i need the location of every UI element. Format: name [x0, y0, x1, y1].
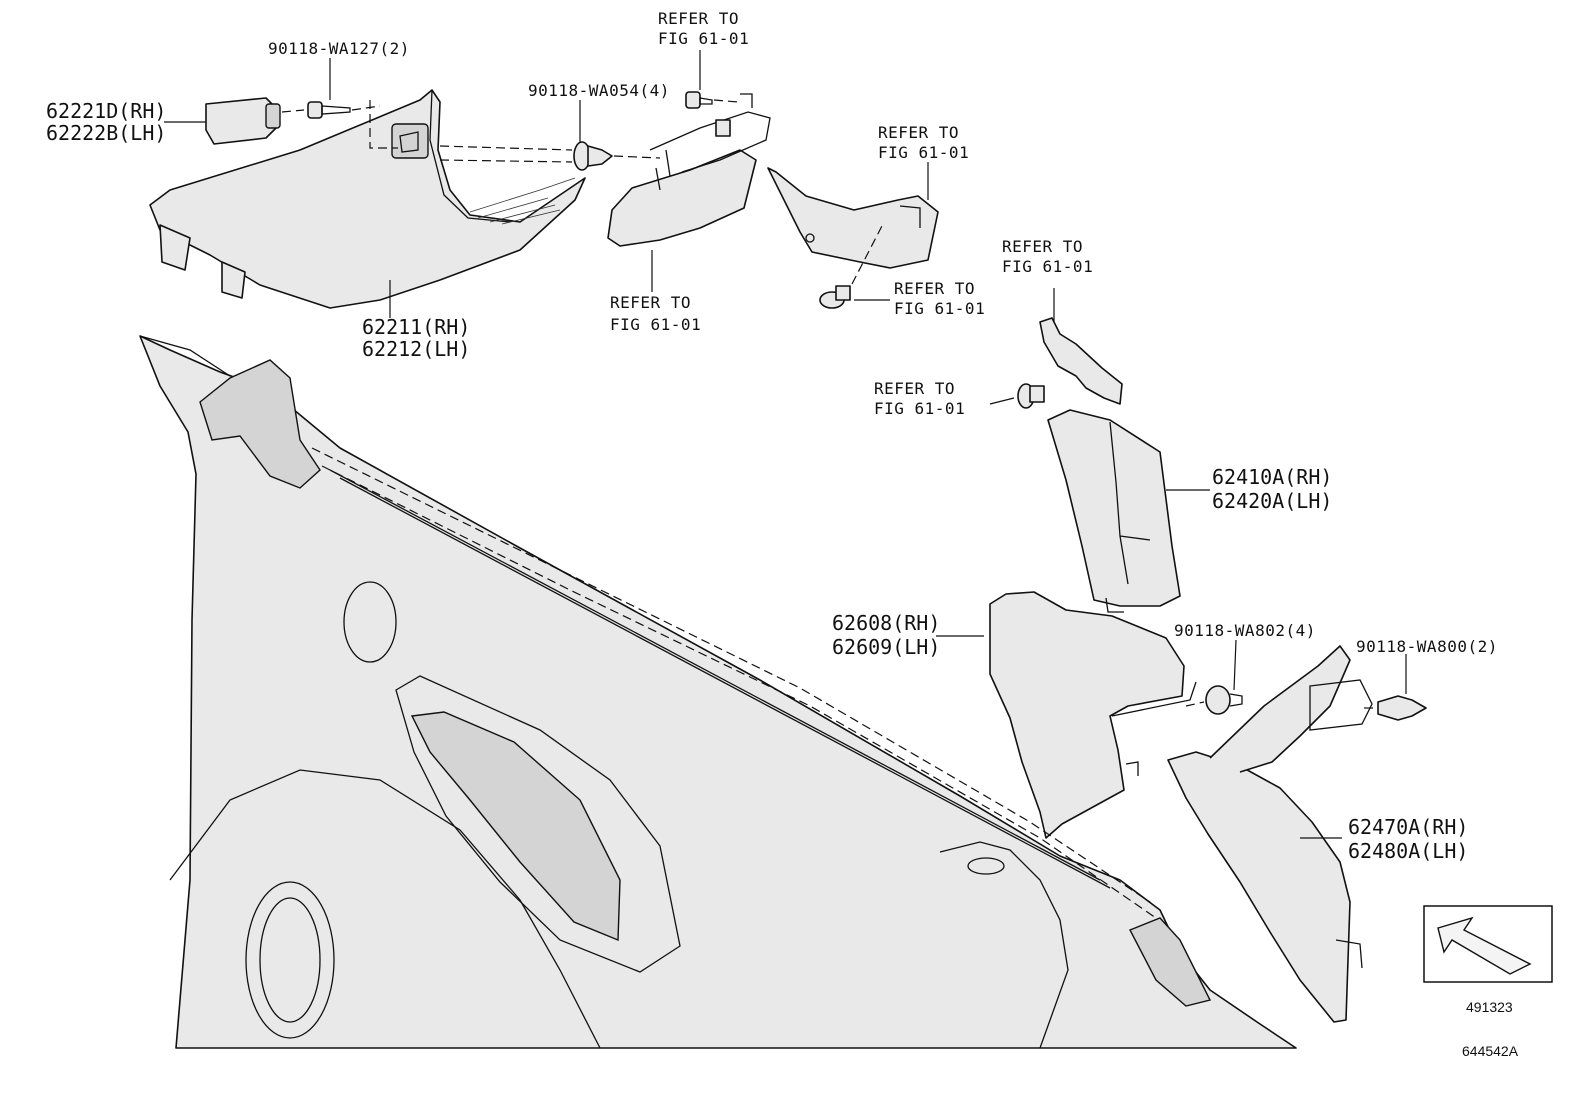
label-refer-bracket-screw-2: FIG 61-01 — [894, 299, 985, 318]
pillar-garnish-62410A[interactable] — [1047, 409, 1181, 613]
label-62410a-rh: 62410A(RH) — [1212, 465, 1332, 489]
label-wa802: 90118-WA802(4) — [1174, 621, 1316, 640]
label-wa800: 90118-WA800(2) — [1356, 637, 1498, 656]
diagram-code: 644542A — [1462, 1043, 1519, 1059]
label-refer-top-1: REFER TO — [658, 9, 739, 28]
label-62470a-rh: 62470A(RH) — [1348, 815, 1468, 839]
label-62211-rh: 62211(RH) — [362, 315, 470, 339]
label-refer-under-panel-2: FIG 61-01 — [610, 315, 701, 334]
label-62609-lh: 62609(LH) — [832, 635, 940, 659]
clip-wa800[interactable] — [1377, 695, 1427, 721]
label-refer-under-panel-1: REFER TO — [610, 293, 691, 312]
label-62212-lh: 62212(LH) — [362, 337, 470, 361]
label-refer-right-2: FIG 61-01 — [1002, 257, 1093, 276]
label-refer-mid-left-2: FIG 61-01 — [874, 399, 965, 418]
label-62608-rh: 62608(RH) — [832, 611, 940, 635]
quarter-trim-62608[interactable] — [989, 591, 1197, 839]
clip-wa802[interactable] — [1205, 685, 1243, 715]
label-refer-right-1: REFER TO — [1002, 237, 1083, 256]
label-62222-lh: 62222B(LH) — [46, 121, 166, 145]
label-62420a-lh: 62420A(LH) — [1212, 489, 1332, 513]
pillar-garnish-62211[interactable] — [149, 89, 586, 309]
arrow-icon — [1437, 916, 1532, 975]
label-refer-upper-right-1: REFER TO — [878, 123, 959, 142]
bolt-pillar[interactable] — [1017, 383, 1045, 409]
label-refer-bracket-screw-1: REFER TO — [894, 279, 975, 298]
assist-grip-62221[interactable] — [205, 97, 281, 145]
anchor-bracket-right[interactable] — [767, 167, 939, 269]
quarter-garnish-62470A[interactable] — [1167, 645, 1373, 1023]
bolt-under-bracket[interactable] — [819, 285, 851, 309]
legend-arrow-box — [1423, 905, 1553, 983]
label-wa054: 90118-WA054(4) — [528, 81, 670, 100]
seatbelt-cover-bracket[interactable] — [607, 93, 771, 247]
screw-top[interactable] — [685, 91, 713, 109]
bracket-pillar-top[interactable] — [1039, 317, 1123, 405]
label-refer-upper-right-2: FIG 61-01 — [878, 143, 969, 162]
label-refer-mid-left-1: REFER TO — [874, 379, 955, 398]
label-wa127: 90118-WA127(2) — [268, 39, 410, 58]
label-refer-top-2: FIG 61-01 — [658, 29, 749, 48]
clip-wa054[interactable] — [573, 141, 613, 171]
screw-wa127[interactable] — [307, 101, 351, 119]
label-62221-rh: 62221D(RH) — [46, 99, 166, 123]
rear-side-trim-panel[interactable] — [139, 335, 1297, 1049]
label-62480a-lh: 62480A(LH) — [1348, 839, 1468, 863]
legend-code: 491323 — [1466, 999, 1513, 1015]
